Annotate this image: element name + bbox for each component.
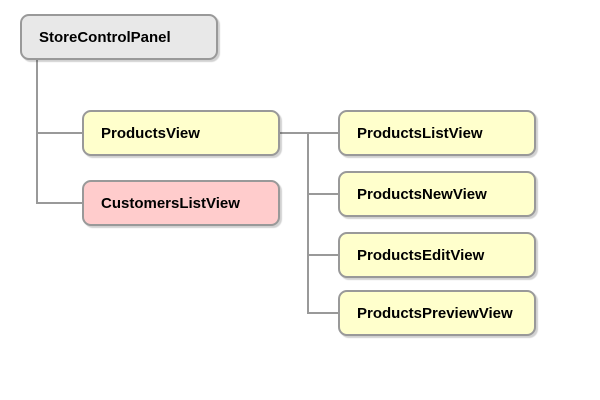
node-products-preview-view: ProductsPreviewView bbox=[338, 290, 536, 336]
connector-root-to-productsview bbox=[36, 132, 82, 134]
node-label: ProductsEditView bbox=[357, 246, 485, 264]
node-customers-list-view: CustomersListView bbox=[82, 180, 280, 226]
connector-children-trunk bbox=[307, 132, 309, 314]
node-products-view: ProductsView bbox=[82, 110, 280, 156]
connector-root-to-customerslistview bbox=[36, 202, 82, 204]
node-label: ProductsListView bbox=[357, 124, 483, 142]
connector-root-trunk bbox=[36, 59, 38, 204]
connector-to-productsnewview bbox=[307, 193, 338, 195]
node-label: StoreControlPanel bbox=[39, 28, 171, 46]
node-label: CustomersListView bbox=[101, 194, 240, 212]
node-label: ProductsNewView bbox=[357, 185, 487, 203]
node-store-control-panel: StoreControlPanel bbox=[20, 14, 218, 60]
node-products-list-view: ProductsListView bbox=[338, 110, 536, 156]
connector-to-productseditview bbox=[307, 254, 338, 256]
connector-productsview-to-children bbox=[280, 132, 338, 134]
node-products-new-view: ProductsNewView bbox=[338, 171, 536, 217]
node-label: ProductsView bbox=[101, 124, 200, 142]
node-products-edit-view: ProductsEditView bbox=[338, 232, 536, 278]
node-label: ProductsPreviewView bbox=[357, 304, 513, 322]
connector-to-productspreviewview bbox=[307, 312, 338, 314]
